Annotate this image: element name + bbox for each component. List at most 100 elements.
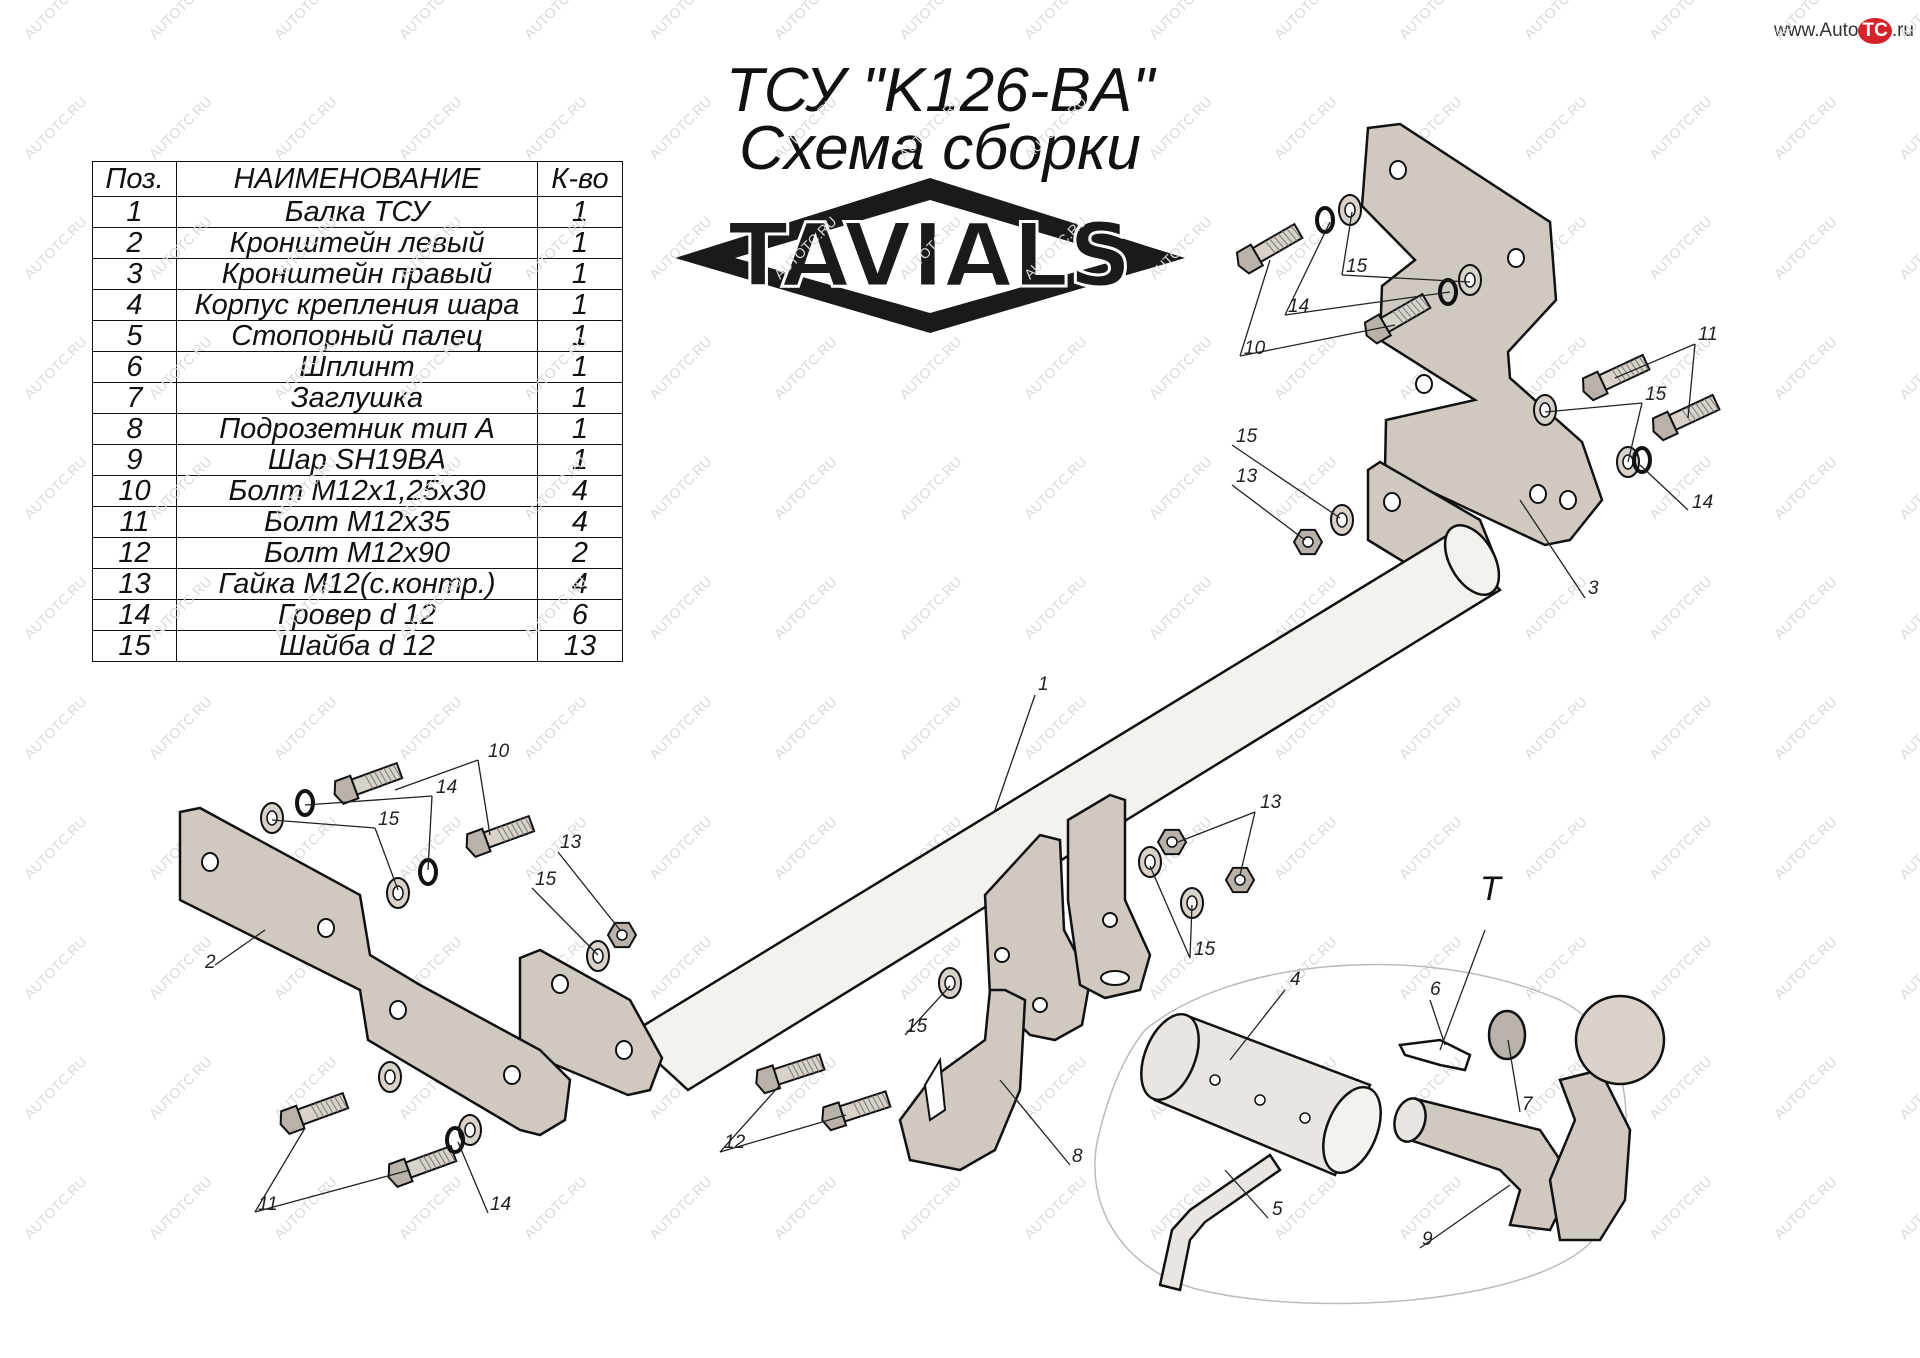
- leader-line: [394, 759, 479, 791]
- watermark-text: AUTOTC.RU: [1896, 93, 1920, 162]
- leader-line: [1519, 499, 1586, 599]
- washer: [1458, 264, 1482, 296]
- leader-line: [1239, 259, 1271, 357]
- watermark-text: AUTOTC.RU: [1271, 573, 1340, 642]
- callout-15-center: 15: [1194, 939, 1216, 960]
- watermark-text: AUTOTC.RU: [1646, 0, 1715, 42]
- bolt: [821, 1090, 892, 1132]
- watermark-text: AUTOTC.RU: [1646, 213, 1715, 282]
- leader-line: [1177, 811, 1256, 843]
- tow-ball: [1393, 994, 1666, 1242]
- watermark-text: AUTOTC.RU: [146, 93, 215, 162]
- watermark-text: AUTOTC.RU: [896, 0, 965, 42]
- leader-line: [457, 1141, 489, 1214]
- watermark-text: AUTOTC.RU: [1396, 0, 1465, 42]
- leader-line: [1639, 464, 1689, 511]
- watermark-text: AUTOTC.RU: [21, 213, 90, 282]
- table-header-row: Поз. НАИМЕНОВАНИЕ К-во: [92, 161, 623, 197]
- watermark-text: AUTOTC.RU: [146, 693, 215, 762]
- watermark-text: AUTOTC.RU: [1396, 813, 1465, 882]
- watermark-text: AUTOTC.RU: [146, 1053, 215, 1122]
- washer: [1338, 194, 1362, 226]
- leader-line: [214, 929, 266, 966]
- tavials-logo: TAVIALS: [675, 178, 1185, 333]
- cell-pos: 15: [92, 630, 177, 662]
- watermark-text: AUTOTC.RU: [1771, 93, 1840, 162]
- watermark-text: AUTOTC.RU: [1396, 213, 1465, 282]
- washer: [1180, 887, 1204, 919]
- watermark-text: AUTOTC.RU: [1271, 0, 1340, 42]
- callout-10-left: 10: [488, 741, 510, 762]
- callout-7: 7: [1522, 1094, 1534, 1115]
- leader-line: [1284, 221, 1331, 316]
- watermark-text: AUTOTC.RU: [146, 813, 215, 882]
- leader-line: [1231, 484, 1306, 541]
- watermark-text: AUTOTC.RU: [1146, 933, 1215, 1002]
- col-header-name: НАИМЕНОВАНИЕ: [176, 161, 538, 197]
- watermark-text: AUTOTC.RU: [396, 0, 465, 42]
- watermark-text: AUTOTC.RU: [271, 693, 340, 762]
- watermark-text: AUTOTC.RU: [1021, 0, 1090, 42]
- watermark-text: AUTOTC.RU: [1646, 933, 1715, 1002]
- watermark-text: AUTOTC.RU: [771, 333, 840, 402]
- watermark-text: AUTOTC.RU: [1021, 1173, 1090, 1242]
- callout-6: 6: [1430, 979, 1441, 1000]
- watermark-text: AUTOTC.RU: [1771, 333, 1840, 402]
- watermark-text: AUTOTC.RU: [1521, 333, 1590, 402]
- watermark-text: AUTOTC.RU: [1521, 0, 1590, 42]
- callout-15-right: 15: [1645, 384, 1667, 405]
- watermark-text: AUTOTC.RU: [21, 573, 90, 642]
- leader-line: [1627, 402, 1643, 463]
- watermark-text: AUTOTC.RU: [1271, 213, 1340, 282]
- watermark-text: AUTOTC.RU: [396, 933, 465, 1002]
- watermark-text: AUTOTC.RU: [1396, 333, 1465, 402]
- locking-pin: [1158, 1153, 1282, 1292]
- watermark-text: AUTOTC.RU: [271, 933, 340, 1002]
- callout-12: 12: [724, 1132, 746, 1153]
- watermark-text: AUTOTC.RU: [521, 933, 590, 1002]
- callout-8: 8: [1072, 1146, 1083, 1167]
- watermark-text: AUTOTC.RU: [896, 573, 965, 642]
- watermark-text: AUTOTC.RU: [1646, 573, 1715, 642]
- bolt: [1651, 393, 1721, 442]
- watermark-text: AUTOTC.RU: [771, 453, 840, 522]
- leader-line: [1341, 211, 1353, 276]
- watermark-text: AUTOTC.RU: [271, 1053, 340, 1122]
- cell-name: Болт М12х90: [176, 537, 538, 569]
- watermark-text: AUTOTC.RU: [396, 693, 465, 762]
- watermark-text: AUTOTC.RU: [1771, 573, 1840, 642]
- watermark-text: AUTOTC.RU: [1646, 1053, 1715, 1122]
- watermark-text: AUTOTC.RU: [1146, 1173, 1215, 1242]
- watermark-text: AUTOTC.RU: [1646, 93, 1715, 162]
- spring-washer: [445, 1126, 465, 1154]
- watermark-text: AUTOTC.RU: [521, 693, 590, 762]
- bolt: [387, 1144, 458, 1188]
- cell-qty: 1: [537, 444, 623, 476]
- leader-line: [374, 827, 399, 891]
- cell-pos: 11: [92, 506, 177, 538]
- callout-9: 9: [1422, 1229, 1433, 1250]
- cell-name: Кронштейн правый: [176, 258, 538, 290]
- watermark-text: AUTOTC.RU: [1271, 453, 1340, 522]
- left-bracket: [178, 806, 572, 1137]
- watermark-text: AUTOTC.RU: [646, 0, 715, 42]
- cotter-pin: [1398, 1038, 1472, 1072]
- leader-line: [1239, 811, 1256, 876]
- watermark-text: AUTOTC.RU: [1271, 93, 1340, 162]
- cell-qty: 6: [537, 599, 623, 631]
- watermark-text: AUTOTC.RU: [1896, 933, 1920, 1002]
- callout-15-nut: 15: [1236, 426, 1258, 447]
- watermark-text: AUTOTC.RU: [1646, 453, 1715, 522]
- beam-plate-left: [518, 948, 664, 1097]
- ball-mount-body: [1140, 1012, 1382, 1177]
- watermark-text: AUTOTC.RU: [1021, 933, 1090, 1002]
- watermark-text: AUTOTC.RU: [1521, 693, 1590, 762]
- cell-pos: 7: [92, 382, 177, 414]
